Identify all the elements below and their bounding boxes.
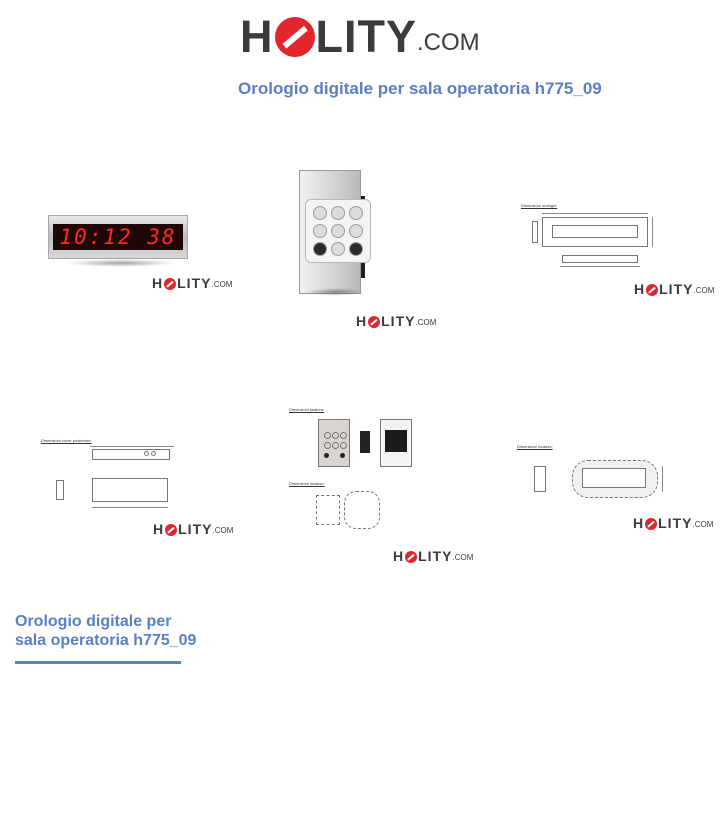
keypad-button (313, 224, 327, 238)
drawing-keypad-side (360, 431, 370, 453)
drawing-recess-shape (316, 495, 340, 525)
keypad-button (331, 206, 345, 220)
product-title-line-1: Orologio digitale per (15, 613, 172, 630)
drawing-recess-inner (582, 468, 646, 488)
drawing-keypad-dimensions[interactable]: Dimensioni tastiera: Dimensioni incasso: (288, 407, 418, 535)
keypad-plate (299, 170, 371, 294)
drawing-label: Dimensioni incasso: (289, 481, 325, 486)
keypad-button (349, 206, 363, 220)
keypad-face (305, 199, 371, 263)
keypad-button (349, 242, 363, 256)
logo-o-icon (646, 284, 659, 296)
keypad-button (324, 453, 329, 458)
logo-letters-lity: LITY (177, 275, 212, 291)
dimension-line (652, 217, 653, 247)
clock-body: 10:12 38 (48, 215, 188, 259)
logo-com: .COM (692, 520, 714, 529)
keypad-button (332, 442, 339, 449)
drawing-label: Dimensioni tastiera: (289, 407, 325, 412)
watermark-logo: H LITY .COM (153, 522, 233, 536)
keypad-button (331, 242, 345, 256)
drawing-clock-dimensions[interactable]: Dimensioni orologio: (520, 203, 655, 273)
drawing-display-area (552, 225, 638, 238)
drawing-keypad-front (318, 419, 350, 467)
title-underline (15, 661, 181, 664)
drawing-recess-dimensions[interactable]: Dimensioni incasso: (516, 444, 666, 510)
logo-letter-h: H (634, 281, 646, 297)
watermark-logo: H LITY .COM (634, 282, 714, 296)
logo-letter-h: H (356, 313, 368, 329)
watermark-logo: H LITY .COM (152, 276, 232, 290)
keypad-button (332, 432, 339, 439)
drawing-top-view (92, 449, 170, 460)
drawing-side-view (534, 466, 546, 492)
drawing-front-view (92, 478, 168, 502)
dimension-line (92, 507, 168, 508)
product-title-line-2: sala operatoria h775_09 (15, 632, 197, 649)
drawing-connector (144, 451, 149, 456)
logo-letters-lity: LITY (659, 281, 694, 297)
drawing-side-view (532, 221, 538, 243)
keypad-button (313, 242, 327, 256)
drawing-front-view (542, 217, 648, 247)
watermark-logo: H LITY .COM (393, 549, 473, 563)
logo-o-icon (645, 518, 658, 530)
dimension-line (542, 213, 648, 214)
logo-letter-h: H (152, 275, 164, 291)
dimension-line (662, 466, 663, 492)
drawing-side-view (56, 480, 64, 500)
drawing-label: Dimensioni orologio: (521, 203, 558, 208)
product-image-clock[interactable]: 10:12 38 (46, 213, 188, 273)
drawing-keypad-back-panel (385, 430, 407, 452)
logo-o-icon (164, 278, 177, 290)
dimension-line (560, 266, 640, 267)
clock-display: 10:12 38 (53, 224, 183, 250)
drawing-label: Dimensioni incasso: (517, 444, 553, 449)
logo-letter-h: H (393, 548, 405, 564)
logo-com: .COM (417, 29, 480, 56)
logo-letters-lity: LITY (418, 548, 453, 564)
logo-com: .COM (415, 318, 437, 327)
logo-o-icon (274, 17, 315, 57)
logo-letter-h: H (633, 515, 645, 531)
drawing-keypad-back (380, 419, 412, 467)
logo-com: .COM (452, 553, 474, 562)
holity-logo[interactable]: H LITY .COM (240, 14, 480, 59)
logo-com: .COM (211, 280, 233, 289)
logo-letters-lity: LITY (658, 515, 693, 531)
drawing-connector (151, 451, 156, 456)
keypad-button (349, 224, 363, 238)
logo-letter-h: H (153, 521, 165, 537)
clock-shadow (66, 259, 176, 267)
logo-com: .COM (693, 286, 715, 295)
drawing-cover-dimensions[interactable]: Dimensioni cover posteriore: (40, 438, 175, 513)
drawing-bottom-view (562, 255, 638, 263)
keypad-button (340, 432, 347, 439)
keypad-button (313, 206, 327, 220)
keypad-button (324, 432, 331, 439)
keypad-shadow (305, 288, 365, 296)
logo-o-icon (165, 524, 178, 536)
watermark-logo: H LITY .COM (633, 516, 713, 530)
logo-com: .COM (212, 526, 234, 535)
logo-letters-lity: LITY (381, 313, 416, 329)
keypad-button (331, 224, 345, 238)
product-image-keypad[interactable] (297, 170, 371, 300)
watermark-logo: H LITY .COM (356, 314, 436, 328)
logo-letters-lity: LITY (178, 521, 213, 537)
page-title: Orologio digitale per sala operatoria h7… (238, 79, 602, 98)
keypad-button (340, 442, 347, 449)
product-title: Orologio digitale per sala operatoria h7… (15, 612, 196, 650)
logo-letter-h: H (240, 11, 274, 62)
dimension-line (90, 446, 174, 447)
logo-o-icon (405, 551, 418, 563)
drawing-recess-shape (344, 491, 380, 529)
keypad-button (324, 442, 331, 449)
logo-o-icon (368, 316, 381, 328)
drawing-label: Dimensioni cover posteriore: (41, 438, 92, 443)
keypad-button (340, 453, 345, 458)
logo-letters-lity: LITY (315, 11, 417, 62)
